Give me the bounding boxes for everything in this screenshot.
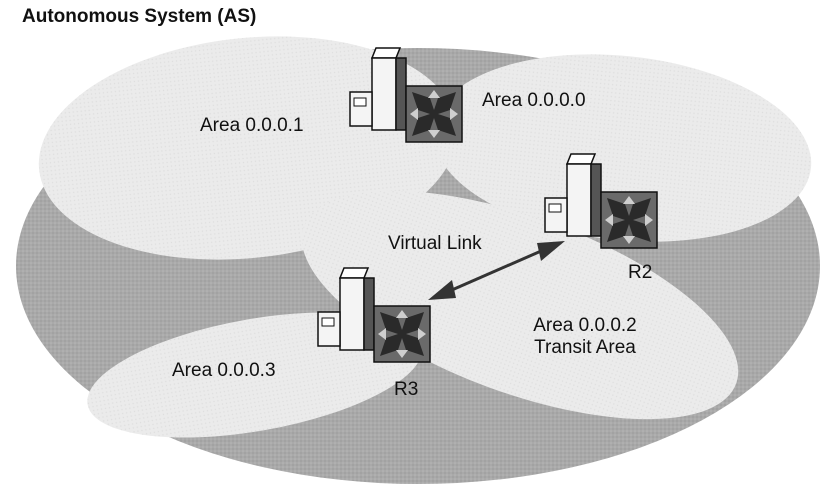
area-0002-label: Area 0.0.0.2 Transit Area xyxy=(505,315,665,359)
area-0001-label: Area 0.0.0.1 xyxy=(200,115,304,136)
diagram-title: Autonomous System (AS) xyxy=(22,6,257,27)
r3-label: R3 xyxy=(394,379,419,400)
r2-router-group xyxy=(544,153,658,249)
router-icon xyxy=(373,305,431,363)
server-icon xyxy=(317,267,375,351)
server-icon xyxy=(349,47,407,131)
r3-router-group xyxy=(317,267,431,363)
virtual-link-label: Virtual Link xyxy=(388,233,482,254)
area-0002-role: Transit Area xyxy=(534,336,636,358)
top-router-group xyxy=(349,47,463,143)
r2-label: R2 xyxy=(628,262,653,283)
area-0002-region xyxy=(301,190,739,420)
server-icon xyxy=(544,153,602,237)
router-icon xyxy=(405,85,463,143)
virtual-link-double-arrow-icon xyxy=(428,241,565,300)
area-0000-region xyxy=(432,54,812,242)
area-0000-label: Area 0.0.0.0 xyxy=(482,90,586,111)
area-0002-name: Area 0.0.0.2 xyxy=(533,315,637,336)
area-0003-label: Area 0.0.0.3 xyxy=(172,360,276,381)
router-icon xyxy=(600,191,658,249)
